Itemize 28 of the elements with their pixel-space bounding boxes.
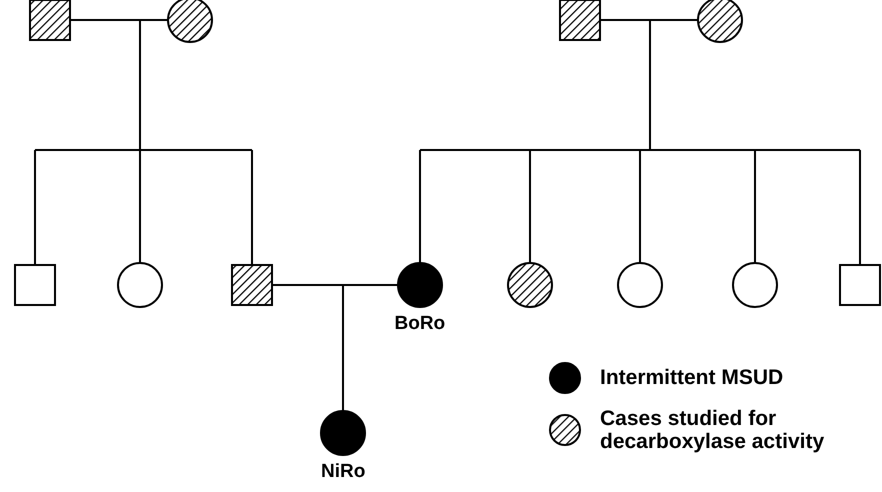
pedigree-line xyxy=(859,150,861,265)
person-label: NiRo xyxy=(321,461,366,483)
female-symbol xyxy=(507,262,553,308)
female-symbol xyxy=(117,262,163,308)
female-symbol xyxy=(397,262,443,308)
female-symbol xyxy=(320,410,366,456)
male-symbol xyxy=(231,264,273,306)
female-symbol xyxy=(167,0,213,43)
pedigree-line xyxy=(139,150,141,263)
pedigree-line xyxy=(419,19,861,151)
pedigree-line xyxy=(419,150,421,263)
pedigree-line xyxy=(271,284,399,412)
pedigree-line xyxy=(251,150,253,265)
female-symbol xyxy=(617,262,663,308)
female-symbol xyxy=(697,0,743,43)
male-symbol xyxy=(29,0,71,41)
pedigree-line xyxy=(529,150,531,263)
legend-text: Cases studied for decarboxylase activity xyxy=(600,407,826,453)
female-symbol xyxy=(732,262,778,308)
pedigree-line xyxy=(34,150,36,265)
pedigree-line xyxy=(639,150,641,263)
male-symbol xyxy=(559,0,601,41)
male-symbol xyxy=(14,264,56,306)
pedigree-line xyxy=(754,150,756,263)
male-symbol xyxy=(839,264,881,306)
person-label: BoRo xyxy=(394,313,446,335)
legend-text: Intermittent MSUD xyxy=(600,366,784,389)
pedigree-line xyxy=(34,19,253,151)
